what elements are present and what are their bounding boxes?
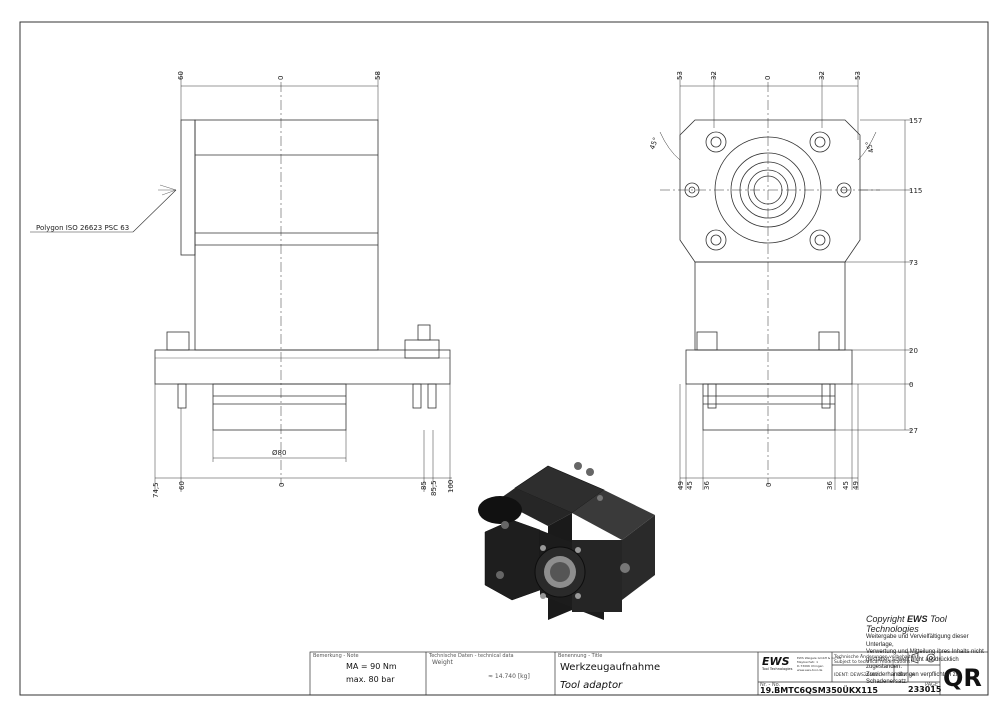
change-notice-en: Subject to technical modifications! [834, 659, 912, 665]
title-block [309, 651, 989, 696]
side-angle-right: 45° [864, 140, 876, 154]
bolt-left [166, 331, 190, 351]
side-spindle [702, 383, 836, 431]
change-notice-de: Technische Änderungen vorbehalten! [833, 653, 918, 660]
copyright-line-4: Zuwiderhandlungen verpflichten zu Schade… [866, 671, 960, 686]
rev-value: REV: -/A [897, 672, 916, 678]
ident-value: IDENT: DEWS26602 [834, 672, 878, 678]
side-dim-top-2: 0 [764, 76, 772, 80]
side-dim-right-3: 20 [909, 347, 918, 355]
front-dim-top-2: 58 [374, 71, 382, 80]
ews-logo-box [760, 654, 794, 670]
side-dim-top-4: 53 [854, 71, 862, 80]
address-line-4: www.ews-tool.de [797, 668, 823, 672]
copyright-notice: Copyright EWS Tool Technologies Weiterga… [866, 614, 986, 687]
polygon-flange [180, 119, 196, 256]
side-dim-bottom-5: 45 [842, 481, 850, 490]
front-dim-top-1: 0 [277, 76, 285, 80]
part-label: Nr. - No. [760, 682, 781, 688]
front-dim-top-0: 60 [177, 71, 185, 80]
side-dim-top-1: 32 [710, 71, 718, 80]
spindle-housing [212, 383, 347, 431]
front-dim-bottom-1: 60 [178, 481, 186, 490]
side-housing [694, 261, 846, 351]
side-dim-right-2: 73 [909, 259, 918, 267]
copyright-title: Copyright EWS Tool Technologies [866, 614, 947, 634]
side-base-plate [685, 349, 853, 385]
side-dim-bottom-2: 36 [703, 481, 711, 490]
side-view [659, 72, 912, 490]
front-dim-bottom-0: 74,5 [152, 482, 160, 498]
side-dim-top-0: 53 [676, 71, 684, 80]
side-dim-right-4: 0 [909, 381, 913, 389]
front-dim-bottom-3: 85 [420, 481, 428, 490]
isometric-render [478, 462, 655, 620]
front-base-plate [154, 349, 451, 385]
side-dim-bottom-1: 45 [686, 481, 694, 490]
front-diameter-label: Ø80 [272, 449, 286, 457]
address-line-2: Maybachstr. 1 [797, 660, 818, 664]
part-number: 19.BMTC6QSM350ÜKX115 [760, 685, 878, 695]
polygon-callout: Polygon ISO 26623 PSC 63 [36, 224, 129, 232]
front-view [30, 72, 452, 492]
remarks-line-1: MA = 90 Nm [346, 662, 397, 671]
side-dim-bottom-0: 49 [677, 481, 685, 490]
front-dim-bottom-2: 0 [278, 483, 286, 487]
address-line-1: EWS Weigele GmbH & Co. KG [797, 656, 842, 660]
front-dim-bottom-5: 100 [447, 480, 455, 493]
copyright-line-2: Verwertung und Mitteilung ihres Inhalts … [866, 649, 984, 655]
weight-label: Weight [432, 659, 454, 666]
name-label: Benennung - Title [558, 653, 602, 659]
side-dim-right-1: 115 [909, 187, 922, 195]
qr-code-label: QR [943, 664, 982, 692]
copyright-line-1: Weitergabe und Vervielfältigung dieser U… [866, 634, 969, 648]
title-en: Tool adaptor [560, 680, 623, 691]
title-de: Werkzeugaufnahme [560, 662, 660, 673]
bolt-right [404, 339, 440, 359]
side-dim-bottom-6: 49 [852, 481, 860, 490]
front-dim-bottom-4: 85,5 [430, 480, 438, 496]
remarks-label: Bemerkung - Note [313, 653, 359, 659]
side-dim-top-3: 32 [818, 71, 826, 80]
remarks-line-2: max. 80 bar [346, 675, 395, 684]
side-dim-bottom-3: 0 [765, 483, 773, 487]
front-housing [194, 119, 379, 351]
side-angle-left: 45° [648, 136, 660, 150]
side-flange-outline [679, 119, 861, 263]
copyright-line-3: gestattet, soweit nicht ausdrücklich zug… [866, 656, 959, 671]
address-line-3: D-73066 Uhingen [797, 664, 823, 668]
page-label: PAGE [925, 682, 938, 688]
drawing-number: 233015 [908, 685, 942, 694]
tech-data-label: Technische Daten - technical data [428, 653, 514, 659]
side-dim-right-5: 27 [909, 427, 918, 435]
weight-value: ≈ 14.740 [kg] [488, 673, 530, 680]
side-dim-right-0: 157 [909, 117, 922, 125]
ews-logo-sub: Tool Technologies [761, 667, 793, 671]
side-dim-bottom-4: 36 [826, 481, 834, 490]
ews-logo: EWS [762, 655, 790, 668]
